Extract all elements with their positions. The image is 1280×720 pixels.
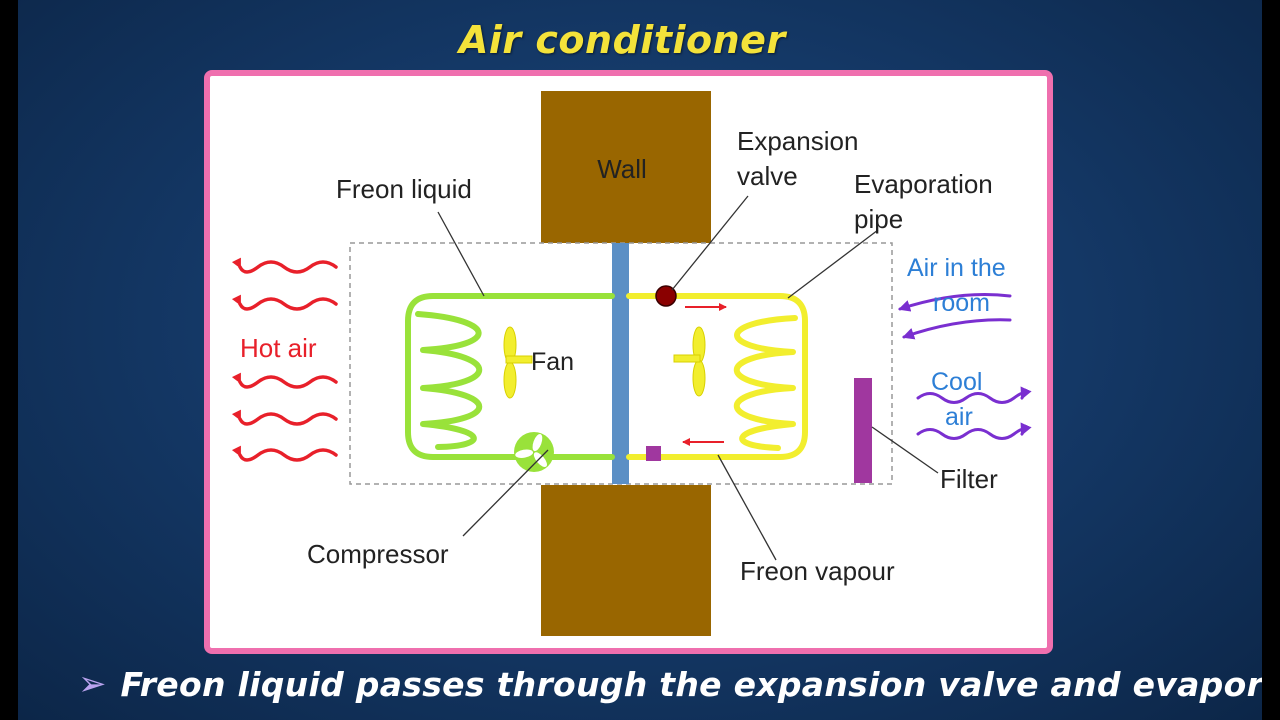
fan-label: Fan bbox=[531, 348, 574, 376]
evaporation-pipe-label-1: Evaporation bbox=[854, 169, 993, 199]
compressor-label: Compressor bbox=[307, 539, 449, 569]
arrowhead-bullet-icon: ➢ bbox=[78, 664, 107, 704]
condenser-coil bbox=[405, 293, 615, 460]
evaporator-coil bbox=[626, 293, 808, 460]
wall-label: Wall bbox=[597, 154, 647, 184]
hot-air-label: Hot air bbox=[240, 333, 317, 363]
fan-icon-left bbox=[503, 326, 533, 399]
expansion-valve-label-2: valve bbox=[737, 161, 798, 191]
return-valve-icon bbox=[646, 446, 661, 461]
cool-air-label-1: Cool bbox=[931, 368, 982, 396]
expansion-valve-icon bbox=[655, 285, 677, 307]
air-in-room-label-2: room bbox=[933, 289, 990, 317]
evaporation-pipe-label-2: pipe bbox=[854, 204, 903, 234]
bullet-text: Freon liquid passes through the expansio… bbox=[120, 664, 1263, 704]
hot-air-waves bbox=[231, 257, 338, 462]
filter-bar bbox=[854, 378, 872, 483]
filter-label: Filter bbox=[940, 464, 998, 494]
fan-icon-right bbox=[673, 326, 706, 397]
expansion-valve-label-1: Expansion bbox=[737, 126, 858, 156]
room-air-arrows bbox=[898, 293, 1012, 340]
slide-stage: Air conditioner Wall bbox=[18, 0, 1262, 720]
wall-upper bbox=[541, 91, 711, 243]
compressor-icon bbox=[514, 432, 554, 472]
air-in-room-label-1: Air in the bbox=[907, 254, 1006, 282]
freon-liquid-label: Freon liquid bbox=[336, 174, 472, 204]
slide-title: Air conditioner bbox=[459, 18, 786, 62]
cool-air-label-2: air bbox=[945, 403, 973, 431]
leader-lines bbox=[437, 195, 939, 561]
wall-lower bbox=[541, 485, 711, 636]
wall-pipe bbox=[612, 243, 629, 484]
bullet-point: ➢ Freon liquid passes through the expansi… bbox=[78, 664, 1262, 704]
cool-air-waves bbox=[916, 386, 1032, 440]
freon-vapour-label: Freon vapour bbox=[740, 556, 895, 586]
air-conditioner-diagram: Wall Fan bbox=[231, 91, 1032, 636]
